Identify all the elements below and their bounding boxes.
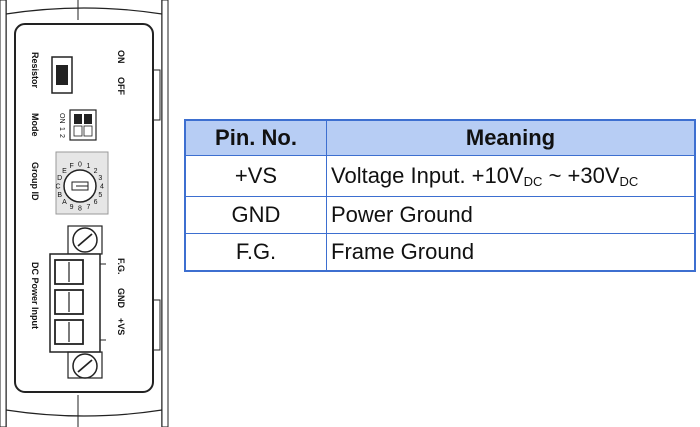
dc-power-input-label: DC Power Input (30, 262, 40, 329)
rotary-digit: F (69, 163, 73, 170)
table-row: GND Power Ground (184, 196, 696, 234)
rotary-digit: 0 (78, 162, 82, 169)
resistor-label: Resistor (30, 52, 40, 89)
rotary-digit: 2 (94, 168, 98, 175)
pin-cell: GND (184, 196, 327, 234)
rotary-digit: C (55, 184, 60, 191)
table-row: +VS Voltage Input. +10VDC ~ +30VDC (184, 155, 696, 197)
rotary-digit: 4 (100, 184, 104, 191)
dip-on-label: ON (58, 113, 65, 124)
rotary-digit: 3 (98, 175, 102, 182)
terminal-gnd-label: GND (116, 288, 126, 309)
mode-dip-switch[interactable] (69, 109, 97, 141)
meaning-text: ~ +30V (542, 163, 620, 188)
housing-bottom-curve (5, 409, 163, 417)
meaning-cell: Frame Ground (326, 233, 696, 272)
mode-label: Mode (30, 113, 40, 137)
header-pin-no: Pin. No. (184, 119, 327, 156)
group-id-label: Group ID (30, 162, 40, 201)
group-id-rotary-switch[interactable] (55, 151, 109, 215)
rotary-digit: 8 (78, 206, 82, 213)
meaning-cell: Voltage Input. +10VDC ~ +30VDC (326, 155, 696, 197)
rotary-digit: E (62, 168, 67, 175)
switch-on-label: ON (116, 50, 126, 64)
table-header-row: Pin. No. Meaning (184, 119, 696, 156)
rotary-digit: 9 (70, 204, 74, 211)
rotary-digit: 5 (98, 192, 102, 199)
subscript-dc: DC (523, 174, 543, 189)
resistor-switch[interactable] (51, 56, 73, 94)
power-terminal-block (49, 225, 106, 379)
rotary-digit: A (62, 199, 67, 206)
rotary-digit: 6 (94, 199, 98, 206)
housing-top-curve (5, 7, 163, 15)
meaning-text: Voltage Input. +10V (331, 163, 524, 188)
table-row: F.G. Frame Ground (184, 233, 696, 272)
terminal-vs-label: +VS (116, 318, 126, 335)
terminal-fg-label: F.G. (116, 258, 126, 275)
pin-assignment-table: Pin. No. Meaning +VS Voltage Input. +10V… (184, 119, 696, 272)
switch-off-label: OFF (116, 77, 126, 95)
pin-cell: +VS (184, 155, 327, 197)
rotary-digit: 1 (86, 163, 90, 170)
header-meaning: Meaning (326, 119, 696, 156)
subscript-dc: DC (619, 174, 639, 189)
dip-2-label: 2 (58, 134, 65, 138)
rotary-digit: D (57, 175, 62, 182)
pin-cell: F.G. (184, 233, 327, 272)
rotary-digit: B (57, 192, 62, 199)
meaning-cell: Power Ground (326, 196, 696, 234)
rotary-digit: 7 (86, 204, 90, 211)
dip-1-label: 1 (58, 127, 65, 131)
